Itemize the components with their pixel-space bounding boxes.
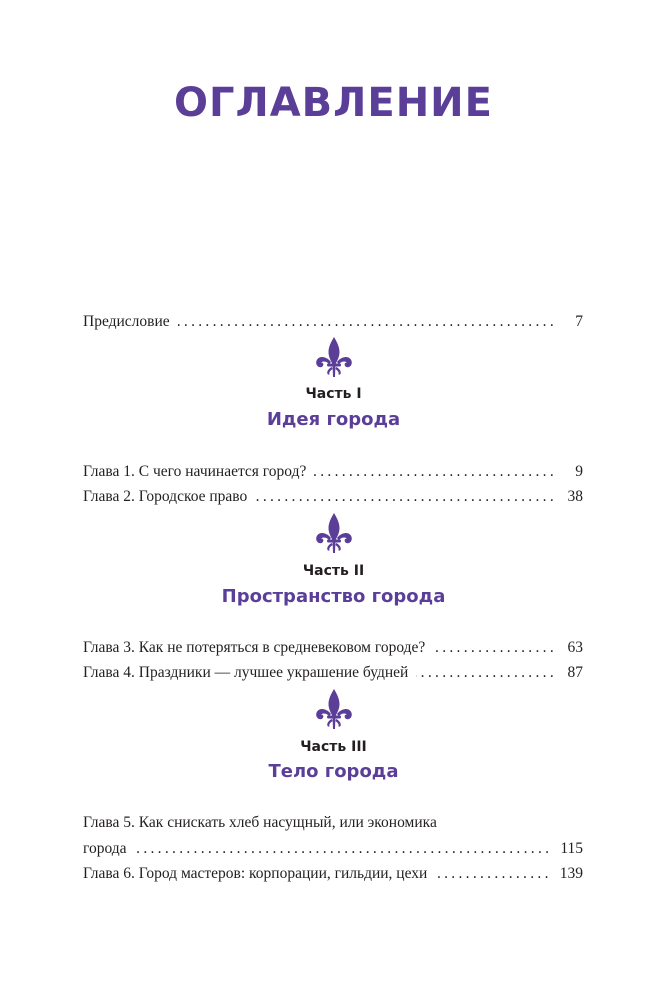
- part-label: Часть II: [302, 563, 365, 579]
- part-title[interactable]: Идея города: [266, 409, 401, 430]
- entry-label: Предисловие: [83, 313, 170, 330]
- page-number: 38: [567, 488, 584, 505]
- toc-entry-chapter-5-line1[interactable]: Глава 5. Как снискать хлеб насущный, или…: [83, 814, 437, 831]
- page-number: 7: [575, 313, 583, 330]
- dot-leader: ........................................…: [135, 840, 553, 857]
- toc-entry-chapter-6[interactable]: Глава 6. Город мастеров: корпорации, гил…: [83, 861, 583, 886]
- toc-entry-preface[interactable]: Предисловие ............................…: [83, 309, 583, 334]
- page-number: 9: [575, 463, 583, 480]
- part-title[interactable]: Тело города: [268, 761, 399, 782]
- fleur-de-lis-icon: [0, 688, 667, 730]
- toc-entry-chapter-2[interactable]: Глава 2. Городское право ...............…: [83, 484, 583, 509]
- entry-label: Глава 2. Городское право: [83, 488, 248, 505]
- dot-leader: ........................................…: [435, 865, 552, 882]
- page-number: 87: [567, 664, 584, 681]
- entry-label: Глава 4. Праздники — лучшее украшение бу…: [83, 664, 409, 681]
- entry-label: Глава 6. Город мастеров: корпорации, гил…: [83, 865, 428, 882]
- toc-entry-chapter-1[interactable]: Глава 1. С чего начинается город? ......…: [83, 459, 583, 484]
- entry-label: Глава 3. Как не потеряться в средневеков…: [83, 639, 426, 656]
- dot-leader: ........................................…: [255, 488, 557, 505]
- fleur-de-lis-icon: [0, 512, 667, 554]
- part-title[interactable]: Пространство города: [221, 586, 446, 607]
- part-label: Часть I: [305, 386, 362, 402]
- dot-leader: ........................................…: [178, 313, 557, 330]
- page-number: 63: [567, 639, 584, 656]
- toc-entry-chapter-5[interactable]: города .................................…: [83, 836, 583, 861]
- page-title: ОГЛАВЛЕНИЕ: [174, 80, 493, 126]
- toc-entry-chapter-4[interactable]: Глава 4. Праздники — лучшее украшение бу…: [83, 660, 583, 685]
- dot-leader: ........................................…: [416, 664, 557, 681]
- fleur-de-lis-icon: [0, 336, 667, 378]
- toc-entry-chapter-3[interactable]: Глава 3. Как не потеряться в средневеков…: [83, 635, 583, 660]
- dot-leader: ........................................…: [314, 463, 557, 480]
- entry-label: Глава 1. С чего начинается город?: [83, 463, 307, 480]
- dot-leader: ........................................…: [433, 639, 557, 656]
- page-number: 139: [559, 865, 583, 882]
- page-number: 115: [560, 840, 583, 857]
- entry-label: города: [83, 840, 127, 857]
- part-label: Часть III: [300, 739, 367, 755]
